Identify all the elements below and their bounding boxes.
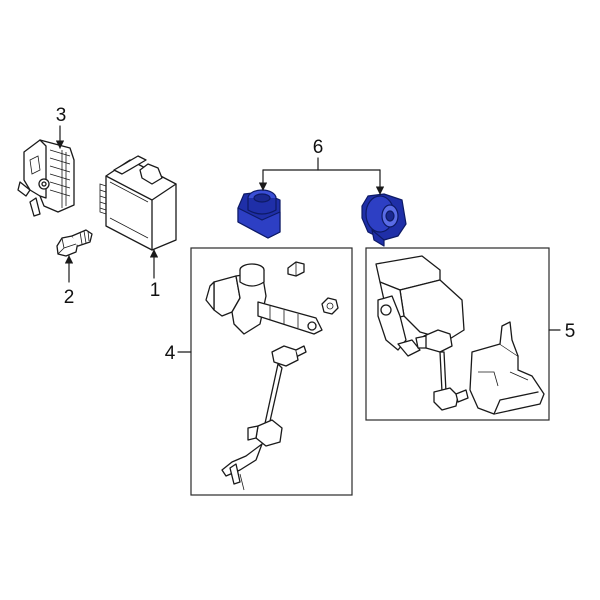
callout-6: 6 [313,137,324,158]
callout-5: 5 [565,321,576,342]
callout-1: 1 [150,280,161,301]
bolt-part-2[interactable] [56,229,93,257]
callout-3: 3 [56,105,67,126]
bushing-part-6-left[interactable] [237,189,281,239]
leader-lines [55,125,561,353]
module-part-1[interactable] [99,155,177,251]
bracket-part-3[interactable] [17,139,75,217]
bushing-part-6-right[interactable] [361,193,407,247]
sensor-assembly-part-5[interactable] [365,247,550,421]
callout-4: 4 [165,343,176,364]
callout-2: 2 [64,287,75,308]
sensor-assembly-part-4[interactable] [190,247,353,496]
